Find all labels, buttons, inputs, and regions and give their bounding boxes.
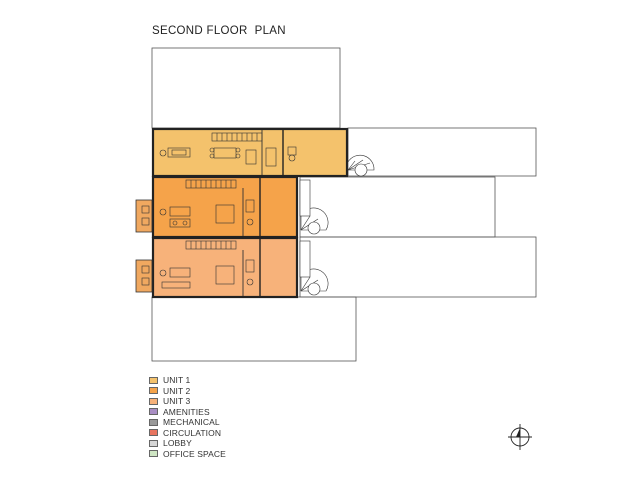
legend-label: AMENITIES	[163, 406, 210, 417]
legend-swatch	[149, 376, 158, 384]
legend-label: UNIT 3	[163, 396, 191, 407]
legend-item: UNIT 1	[149, 375, 226, 386]
legend-label: LOBBY	[163, 438, 192, 449]
unit-2	[135, 175, 329, 239]
unit-1-spiral-stair	[347, 154, 375, 177]
unit-2-rear	[260, 178, 296, 236]
legend-item: UNIT 3	[149, 396, 226, 407]
legend-label: MECHANICAL	[163, 417, 220, 428]
unit-3-stair	[185, 240, 237, 250]
legend-item: LOBBY	[149, 438, 226, 449]
legend-label: CIRCULATION	[163, 427, 222, 438]
legend-item: AMENITIES	[149, 407, 226, 418]
unit-2-stair	[185, 179, 237, 189]
legend-swatch	[149, 429, 158, 437]
legend-swatch	[149, 408, 158, 416]
unit-3-rear	[260, 239, 296, 296]
legend-swatch	[149, 418, 158, 426]
legend-item: OFFICE SPACE	[149, 449, 226, 460]
unit1-yard-outline	[347, 127, 537, 177]
legend-item: MECHANICAL	[149, 417, 226, 428]
unit-3-balcony	[136, 260, 152, 292]
lower-context-outline	[151, 296, 357, 362]
unit-2-balcony	[136, 200, 152, 232]
legend-item: CIRCULATION	[149, 428, 226, 439]
legend-swatch	[149, 397, 158, 405]
unit-1-rear	[284, 130, 346, 175]
unit-1-furniture	[159, 146, 297, 167]
legend-label: UNIT 2	[163, 385, 191, 396]
upper-context-outline	[151, 47, 341, 129]
unit-3-furniture	[141, 259, 255, 289]
legend-label: OFFICE SPACE	[163, 448, 226, 459]
legend-label: UNIT 1	[163, 375, 191, 386]
legend-swatch	[149, 450, 158, 458]
legend-swatch	[149, 439, 158, 447]
plan-title: SECOND FLOOR PLAN	[152, 25, 286, 37]
unit-1-stair	[211, 132, 263, 142]
unit-3-main	[154, 239, 260, 296]
unit2-yard-outline	[299, 176, 496, 238]
legend-item: UNIT 2	[149, 386, 226, 397]
legend-swatch	[149, 387, 158, 395]
unit3-yard-outline	[299, 236, 537, 298]
unit-1	[151, 127, 375, 178]
unit-1-main	[154, 130, 284, 175]
north-arrow-icon	[508, 424, 532, 450]
unit-3	[135, 236, 329, 299]
unit-2-furniture	[141, 199, 255, 228]
